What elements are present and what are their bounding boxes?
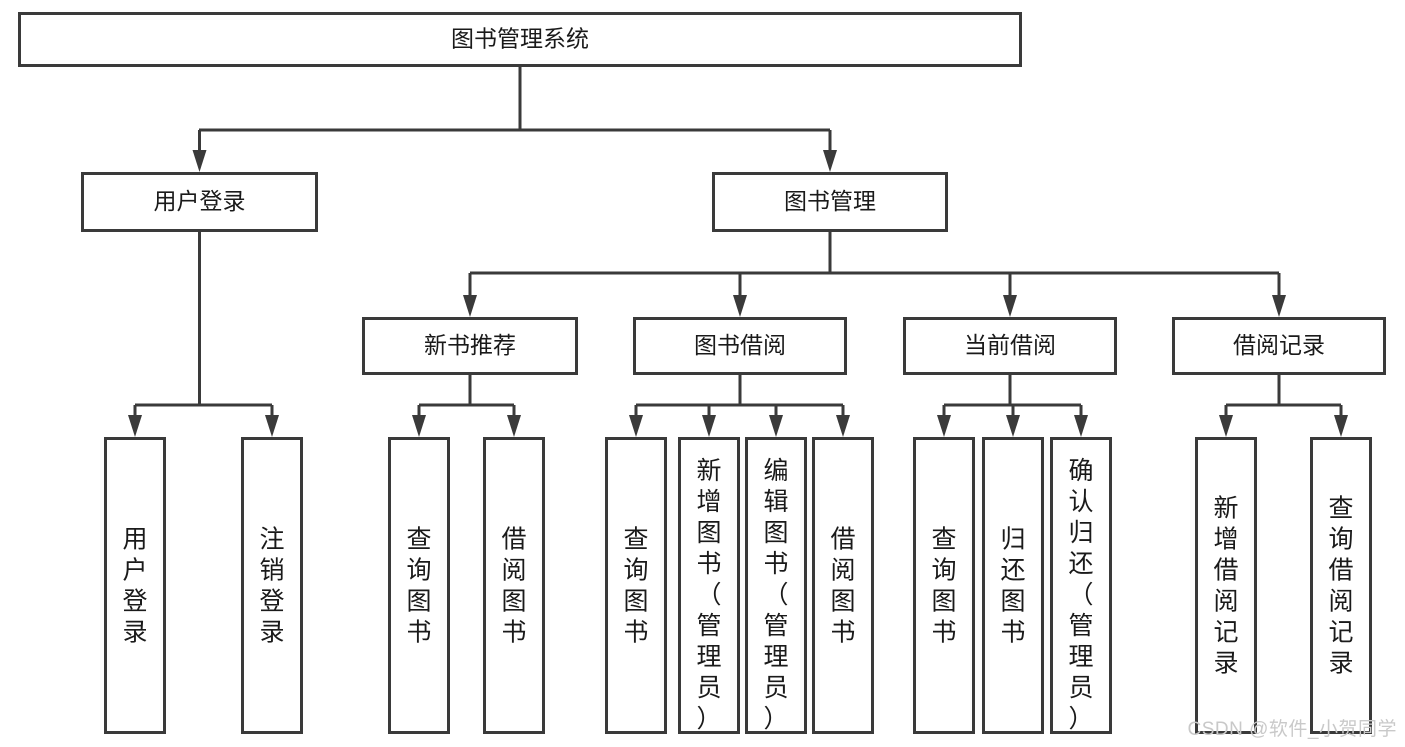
node-l4-add-book[interactable]: 新增图书（管理员） — [678, 437, 740, 734]
node-l4-query-book-a[interactable]: 查询图书 — [388, 437, 450, 734]
nodes-layer: 图书管理系统用户登录图书管理新书推荐图书借阅当前借阅借阅记录用户登录注销登录查询… — [18, 12, 1386, 734]
node-box — [605, 437, 667, 734]
csdn-watermark: CSDN @软件_小贺同学 — [1187, 719, 1397, 740]
node-l4-query-record[interactable]: 查询借阅记录 — [1310, 437, 1372, 734]
node-box — [745, 437, 807, 734]
node-label: 借阅图书 — [830, 526, 855, 647]
node-box — [241, 437, 303, 734]
node-l3-book-borrow[interactable]: 图书借阅 — [633, 317, 847, 375]
node-label: 归还图书 — [1000, 526, 1025, 647]
node-label: 新增图书（管理员） — [696, 457, 721, 733]
node-label: 新书推荐 — [424, 332, 516, 358]
node-label: 图书管理 — [784, 188, 876, 214]
node-l2-user-login[interactable]: 用户登录 — [81, 172, 318, 232]
node-box — [18, 12, 1022, 67]
node-l4-borrow-book-a[interactable]: 借阅图书 — [483, 437, 545, 734]
node-box — [1172, 317, 1386, 375]
node-label: 查询借阅记录 — [1328, 495, 1353, 678]
node-box — [913, 437, 975, 734]
node-box — [633, 317, 847, 375]
node-l4-query-book-b[interactable]: 查询图书 — [605, 437, 667, 734]
node-label: 注销登录 — [259, 526, 284, 647]
node-l4-confirm-return[interactable]: 确认归还（管理员） — [1050, 437, 1112, 734]
node-l4-edit-book[interactable]: 编辑图书（管理员） — [745, 437, 807, 734]
node-label: 当前借阅 — [964, 332, 1056, 358]
node-box — [362, 317, 578, 375]
node-l4-return-book[interactable]: 归还图书 — [982, 437, 1044, 734]
node-l4-logout[interactable]: 注销登录 — [241, 437, 303, 734]
node-l3-current-borrow[interactable]: 当前借阅 — [903, 317, 1117, 375]
node-label: 确认归还（管理员） — [1068, 457, 1093, 733]
node-box — [483, 437, 545, 734]
node-label: 编辑图书（管理员） — [763, 457, 788, 733]
node-label: 新增借阅记录 — [1213, 495, 1238, 678]
node-box — [982, 437, 1044, 734]
node-l4-query-book-c[interactable]: 查询图书 — [913, 437, 975, 734]
node-box — [678, 437, 740, 734]
node-box — [1195, 437, 1257, 734]
node-box — [712, 172, 948, 232]
node-l4-borrow-book-b[interactable]: 借阅图书 — [812, 437, 874, 734]
node-label: 图书管理系统 — [451, 26, 589, 52]
node-label: 查询图书 — [931, 526, 956, 647]
node-l2-book-mgmt[interactable]: 图书管理 — [712, 172, 948, 232]
node-box — [388, 437, 450, 734]
connectors-layer — [128, 67, 1348, 437]
node-label: 图书借阅 — [694, 332, 786, 358]
node-l4-user-login[interactable]: 用户登录 — [104, 437, 166, 734]
node-l3-new-book-rec[interactable]: 新书推荐 — [362, 317, 578, 375]
node-box — [104, 437, 166, 734]
node-box — [812, 437, 874, 734]
node-label: 用户登录 — [122, 526, 147, 647]
node-label: 查询图书 — [406, 526, 431, 647]
node-box — [903, 317, 1117, 375]
node-label: 借阅图书 — [501, 526, 526, 647]
node-label: 借阅记录 — [1233, 332, 1325, 358]
node-label: 用户登录 — [154, 188, 246, 214]
node-box — [1050, 437, 1112, 734]
node-label: 查询图书 — [623, 526, 648, 647]
node-box — [1310, 437, 1372, 734]
node-root[interactable]: 图书管理系统 — [18, 12, 1022, 67]
node-box — [81, 172, 318, 232]
node-l3-borrow-record[interactable]: 借阅记录 — [1172, 317, 1386, 375]
node-l4-add-record[interactable]: 新增借阅记录 — [1195, 437, 1257, 734]
